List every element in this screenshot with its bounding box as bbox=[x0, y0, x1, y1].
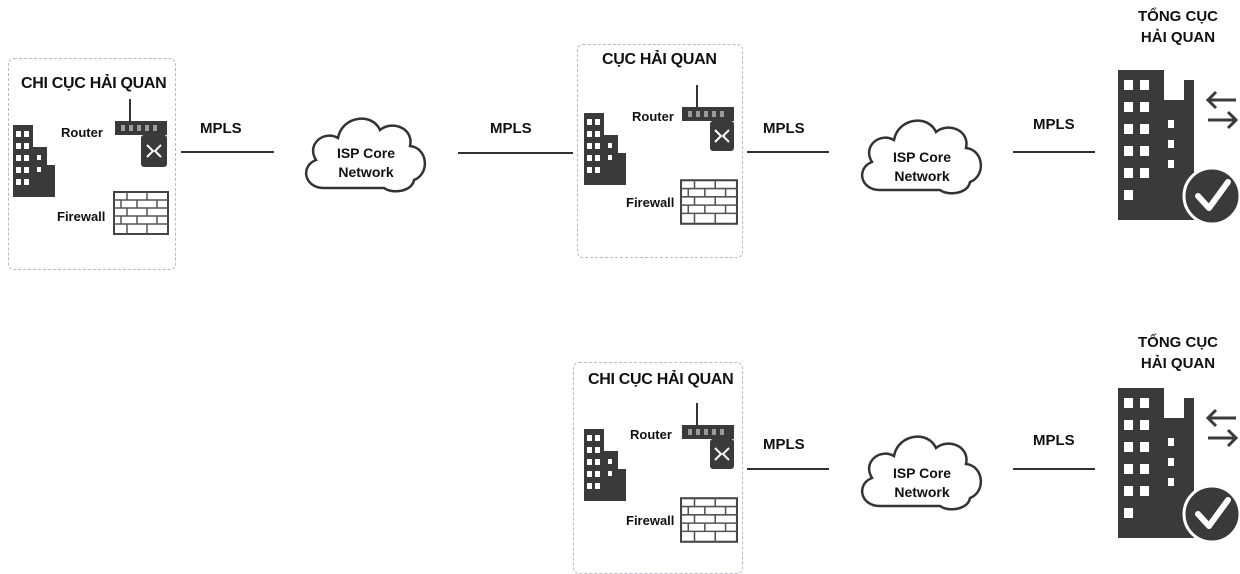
cloud-label: ISP Core Network bbox=[852, 148, 992, 186]
hq-title-line1: TỔNG CỤC bbox=[1138, 334, 1218, 351]
site-cuc-box: CỤC HẢI QUAN Router Firewall bbox=[577, 44, 743, 258]
link-label-mpls: MPLS bbox=[200, 120, 242, 137]
link-line bbox=[1013, 468, 1095, 470]
link-label-mpls: MPLS bbox=[490, 120, 532, 137]
cloud-icon bbox=[304, 117, 426, 193]
site-title: CHI CỤC HẢI QUAN bbox=[21, 75, 167, 92]
hq-title: TỔNG CỤC HẢI QUAN bbox=[1128, 332, 1228, 374]
firewall-label: Firewall bbox=[626, 195, 675, 210]
isp-cloud: ISP Core Network bbox=[852, 102, 992, 202]
building-icon bbox=[13, 125, 55, 197]
cloud-label-line1: ISP Core bbox=[892, 465, 952, 481]
site-chi-cuc-box: CHI CỤC HẢI QUAN Router Firewall bbox=[573, 362, 743, 574]
hq-title-line2: HẢI QUAN bbox=[1140, 29, 1216, 46]
site-chi-cuc-box: CHI CỤC HẢI QUAN Router Firewall bbox=[8, 58, 176, 270]
router-icon bbox=[682, 403, 734, 469]
firewall-label: Firewall bbox=[57, 209, 106, 224]
site-title: CHI CỤC HẢI QUAN bbox=[588, 371, 734, 388]
headquarters-icon bbox=[1118, 70, 1240, 226]
hq-title: TỔNG CỤC HẢI QUAN bbox=[1128, 6, 1228, 48]
hq-title-line1: TỔNG CỤC bbox=[1138, 8, 1218, 25]
link-line bbox=[747, 151, 829, 153]
link-line bbox=[181, 151, 274, 153]
isp-cloud: ISP Core Network bbox=[296, 100, 436, 200]
cloud-icon bbox=[860, 435, 982, 511]
site-title: CỤC HẢI QUAN bbox=[602, 51, 717, 68]
link-line bbox=[1013, 151, 1095, 153]
firewall-icon bbox=[680, 179, 738, 225]
hq-title-line2: HẢI QUAN bbox=[1140, 355, 1216, 372]
router-label: Router bbox=[61, 125, 103, 140]
cloud-label-line2: Network bbox=[894, 484, 950, 500]
firewall-label: Firewall bbox=[626, 513, 675, 528]
firewall-icon bbox=[113, 191, 169, 235]
link-line bbox=[747, 468, 829, 470]
headquarters-icon bbox=[1118, 388, 1240, 544]
link-line bbox=[458, 152, 573, 154]
link-label-mpls: MPLS bbox=[763, 120, 805, 137]
link-label-mpls: MPLS bbox=[763, 436, 805, 453]
cloud-label: ISP Core Network bbox=[852, 464, 992, 502]
router-icon bbox=[682, 85, 734, 151]
isp-cloud: ISP Core Network bbox=[852, 418, 992, 518]
cloud-label-line2: Network bbox=[894, 168, 950, 184]
link-label-mpls: MPLS bbox=[1033, 116, 1075, 133]
building-icon bbox=[584, 429, 626, 501]
cloud-label-line2: Network bbox=[338, 164, 394, 180]
router-label: Router bbox=[630, 427, 672, 442]
router-label: Router bbox=[632, 109, 674, 124]
link-label-mpls: MPLS bbox=[1033, 432, 1075, 449]
cloud-label-line1: ISP Core bbox=[336, 145, 396, 161]
router-icon bbox=[115, 99, 167, 167]
building-icon bbox=[584, 113, 626, 185]
cloud-label-line1: ISP Core bbox=[892, 149, 952, 165]
cloud-label: ISP Core Network bbox=[296, 144, 436, 182]
firewall-icon bbox=[680, 497, 738, 543]
cloud-icon bbox=[860, 119, 982, 195]
